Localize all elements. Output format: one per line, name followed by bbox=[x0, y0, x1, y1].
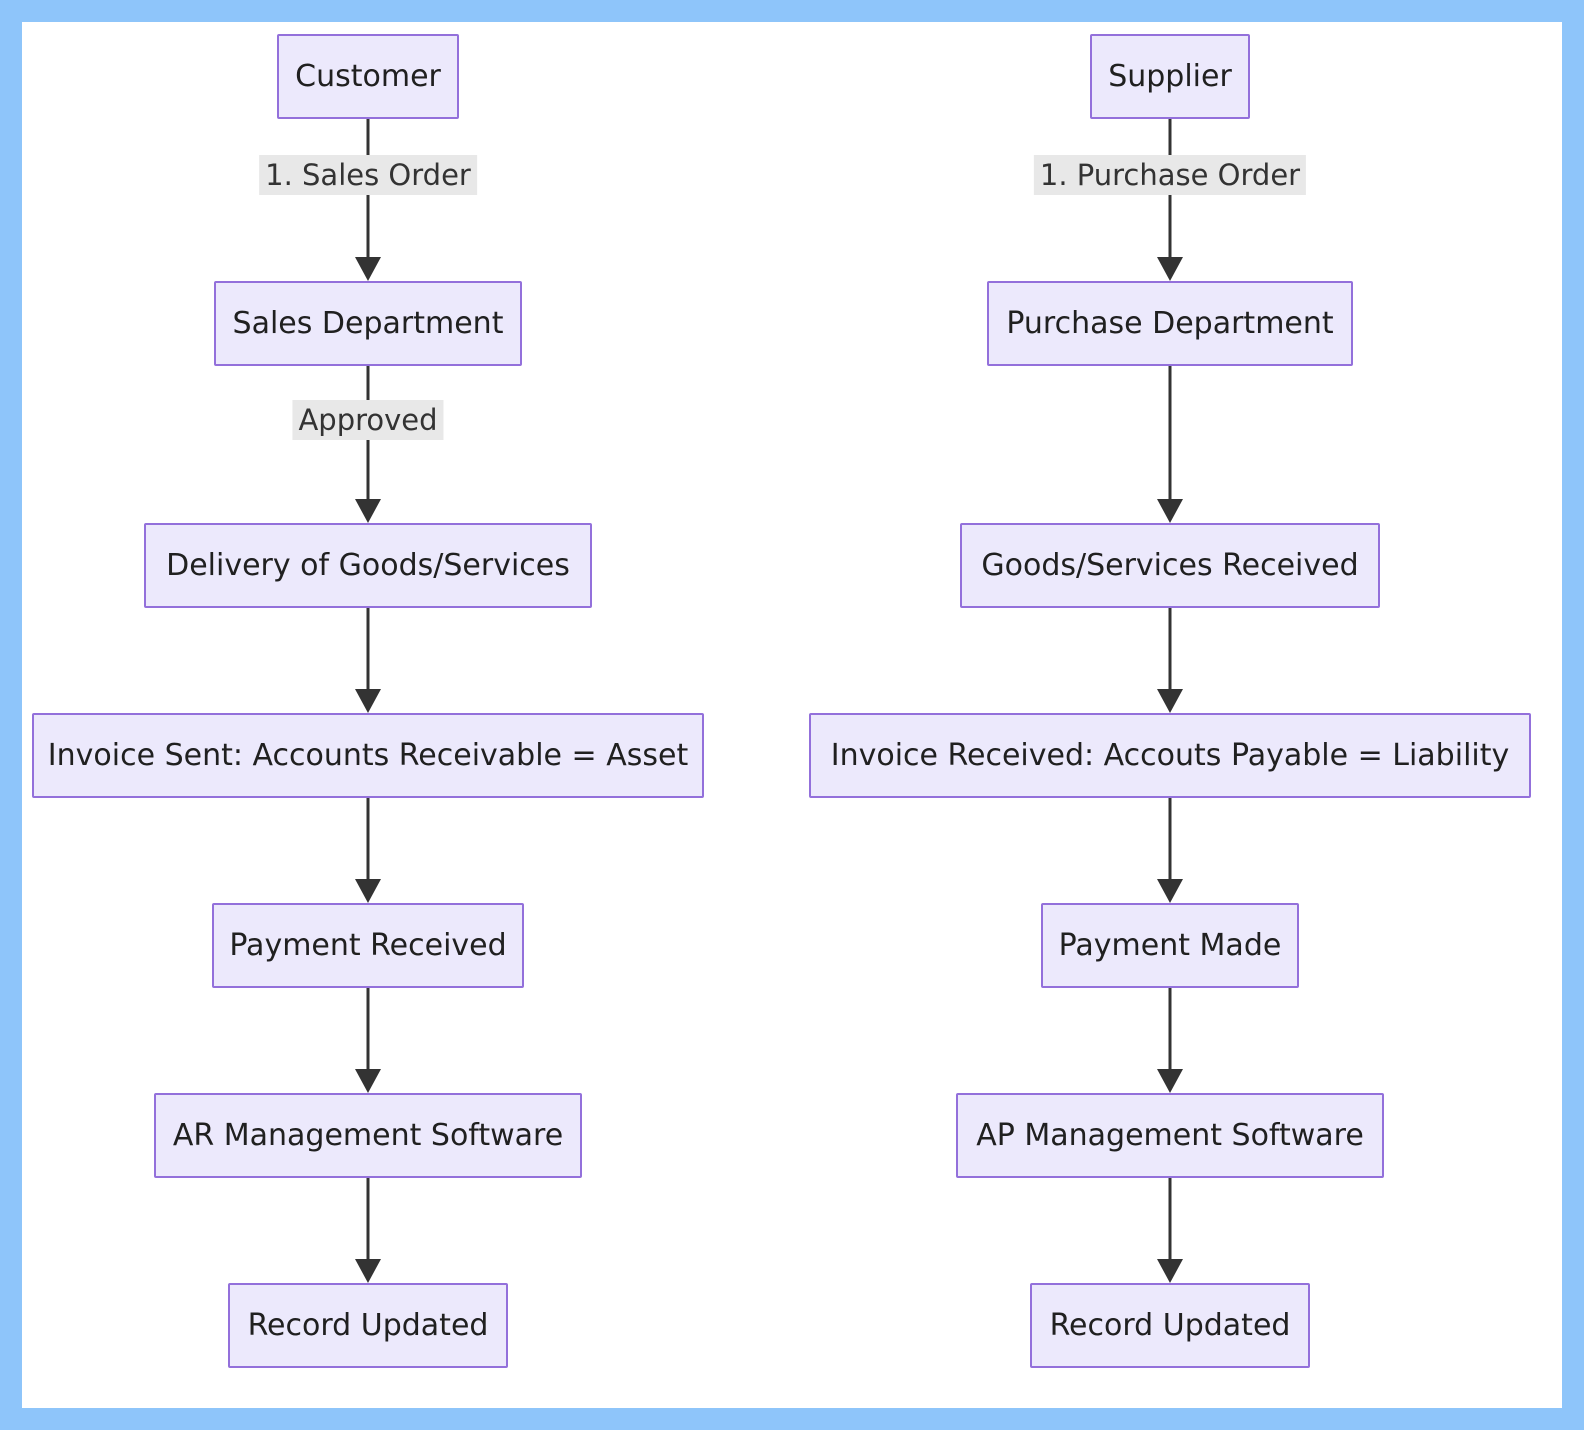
arrow-head-ar-management-software-to-record-updated-ar bbox=[355, 1259, 381, 1283]
node-payment-received[interactable]: Payment Received bbox=[212, 903, 524, 988]
node-delivery-of-goods-services[interactable]: Delivery of Goods/Services bbox=[144, 523, 592, 608]
arrow-head-supplier-to-purchase-department bbox=[1157, 257, 1183, 281]
node-payment-made[interactable]: Payment Made bbox=[1041, 903, 1299, 988]
edge-line-delivery-of-goods-services-to-invoice-sent bbox=[366, 608, 370, 691]
edge-line-ar-management-software-to-record-updated-ar bbox=[366, 1178, 370, 1261]
edge-line-ap-management-software-to-record-updated-ap bbox=[1168, 1178, 1172, 1261]
arrow-head-delivery-of-goods-services-to-invoice-sent bbox=[355, 689, 381, 713]
edge-line-purchase-department-to-goods-services-received bbox=[1168, 366, 1172, 501]
node-sales-department[interactable]: Sales Department bbox=[214, 281, 522, 366]
edge-label-supplier-to-purchase-department: 1. Purchase Order bbox=[1033, 155, 1307, 196]
node-customer[interactable]: Customer bbox=[277, 34, 459, 119]
edge-label-customer-to-sales-department: 1. Sales Order bbox=[259, 155, 477, 196]
arrow-head-sales-department-to-delivery-of-goods-services bbox=[355, 499, 381, 523]
node-goods-services-received[interactable]: Goods/Services Received bbox=[960, 523, 1380, 608]
arrow-head-customer-to-sales-department bbox=[355, 257, 381, 281]
arrow-head-invoice-sent-to-payment-received bbox=[355, 879, 381, 903]
node-purchase-department[interactable]: Purchase Department bbox=[987, 281, 1353, 366]
node-ap-management-software[interactable]: AP Management Software bbox=[956, 1093, 1384, 1178]
arrow-head-invoice-received-to-payment-made bbox=[1157, 879, 1183, 903]
node-invoice-received[interactable]: Invoice Received: Accouts Payable = Liab… bbox=[809, 713, 1531, 798]
edge-line-invoice-received-to-payment-made bbox=[1168, 798, 1172, 881]
arrow-head-payment-made-to-ap-management-software bbox=[1157, 1069, 1183, 1093]
edge-line-invoice-sent-to-payment-received bbox=[366, 798, 370, 881]
arrow-head-payment-received-to-ar-management-software bbox=[355, 1069, 381, 1093]
node-invoice-sent[interactable]: Invoice Sent: Accounts Receivable = Asse… bbox=[32, 713, 704, 798]
node-record-updated-ar[interactable]: Record Updated bbox=[228, 1283, 508, 1368]
arrow-head-goods-services-received-to-invoice-received bbox=[1157, 689, 1183, 713]
arrow-head-ap-management-software-to-record-updated-ap bbox=[1157, 1259, 1183, 1283]
edge-line-goods-services-received-to-invoice-received bbox=[1168, 608, 1172, 691]
arrow-head-purchase-department-to-goods-services-received bbox=[1157, 499, 1183, 523]
edge-line-payment-received-to-ar-management-software bbox=[366, 988, 370, 1071]
node-record-updated-ap[interactable]: Record Updated bbox=[1030, 1283, 1310, 1368]
node-ar-management-software[interactable]: AR Management Software bbox=[154, 1093, 582, 1178]
edge-label-sales-department-to-delivery-of-goods-services: Approved bbox=[292, 399, 444, 440]
node-supplier[interactable]: Supplier bbox=[1090, 34, 1250, 119]
edge-line-payment-made-to-ap-management-software bbox=[1168, 988, 1172, 1071]
